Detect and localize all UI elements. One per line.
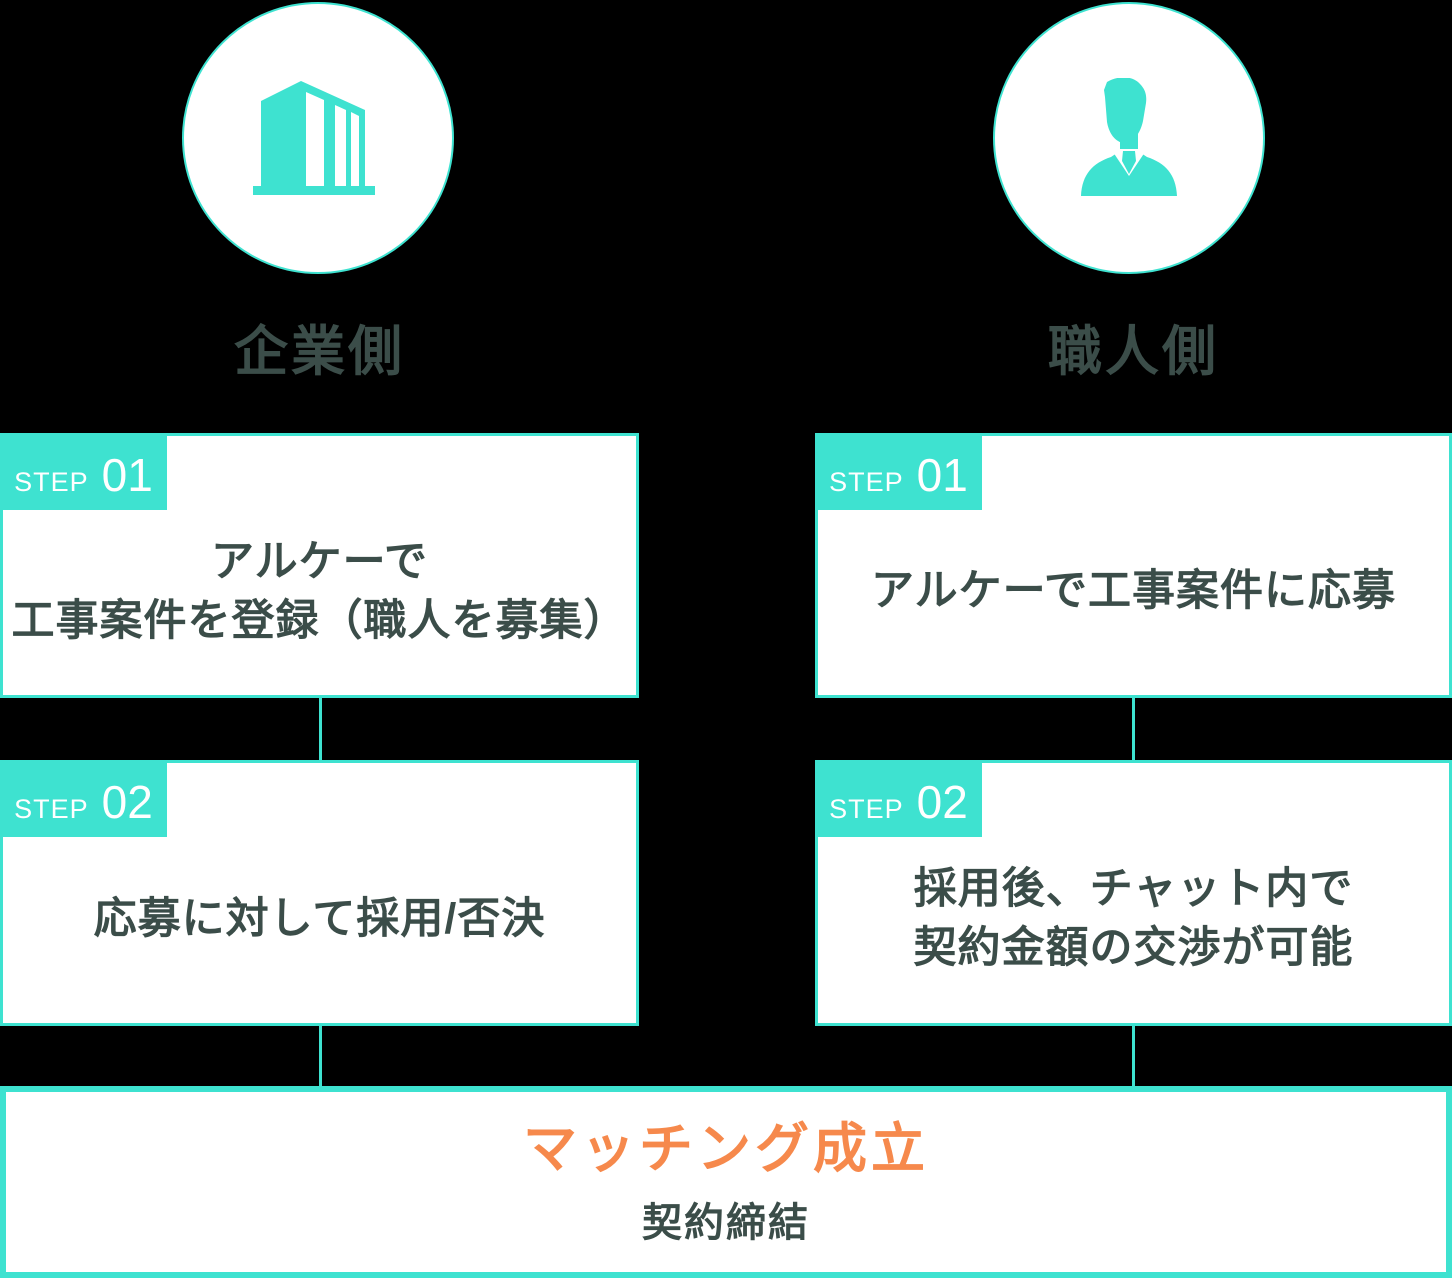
text-line: 採用後、チャット内で (913, 865, 1354, 913)
connector-line (319, 1025, 322, 1087)
company-step1-box: STEP 01 アルケーで 工事案件を登録（職人を募集） (0, 433, 639, 698)
worker-step1-text: アルケーで工事案件に応募 (818, 436, 1449, 695)
text-line: 契約金額の交渉が可能 (913, 924, 1354, 972)
worker-step2-box: STEP 02 採用後、チャット内で 契約金額の交渉が可能 (815, 760, 1452, 1026)
connector-line (1132, 697, 1135, 761)
worker-circle (993, 2, 1265, 274)
worker-step2-badge: STEP 02 (815, 760, 982, 837)
connector-line (319, 697, 322, 761)
company-label: 企業側 (234, 322, 405, 382)
company-step1-badge: STEP 01 (0, 433, 167, 510)
building-icon (253, 81, 375, 195)
text-line: アルケーで (211, 537, 428, 586)
worker-step1-box: STEP 01 アルケーで工事案件に応募 (815, 433, 1452, 698)
step-badge-label: STEP (829, 794, 904, 824)
text-line: 工事案件を登録（職人を募集） (11, 596, 628, 645)
step-badge-label: STEP (14, 794, 89, 824)
text-line: アルケーで工事案件に応募 (871, 567, 1396, 615)
worker-step2-text: 採用後、チャット内で 契約金額の交渉が可能 (818, 763, 1449, 1023)
result-box: マッチング成立 契約締結 (0, 1086, 1452, 1278)
worker-step1-badge: STEP 01 (815, 433, 982, 510)
step-badge-number: 01 (101, 449, 153, 501)
text-line: 応募に対して採用/否決 (93, 894, 546, 943)
worker-label: 職人側 (1048, 322, 1219, 382)
company-step2-badge: STEP 02 (0, 760, 167, 837)
step-badge-number: 02 (101, 776, 153, 828)
company-circle (182, 2, 454, 274)
step-badge-number: 02 (916, 776, 968, 828)
company-step1-text: アルケーで 工事案件を登録（職人を募集） (3, 436, 636, 695)
step-badge-label: STEP (829, 467, 904, 497)
contract-subtitle: 契約締結 (642, 1200, 810, 1245)
step-badge-number: 01 (916, 449, 968, 501)
connector-line (1132, 1025, 1135, 1087)
step-badge-label: STEP (14, 467, 89, 497)
matching-title: マッチング成立 (523, 1118, 929, 1179)
company-step2-text: 応募に対して採用/否決 (3, 763, 636, 1023)
person-icon (1081, 78, 1177, 196)
company-step2-box: STEP 02 応募に対して採用/否決 (0, 760, 639, 1026)
